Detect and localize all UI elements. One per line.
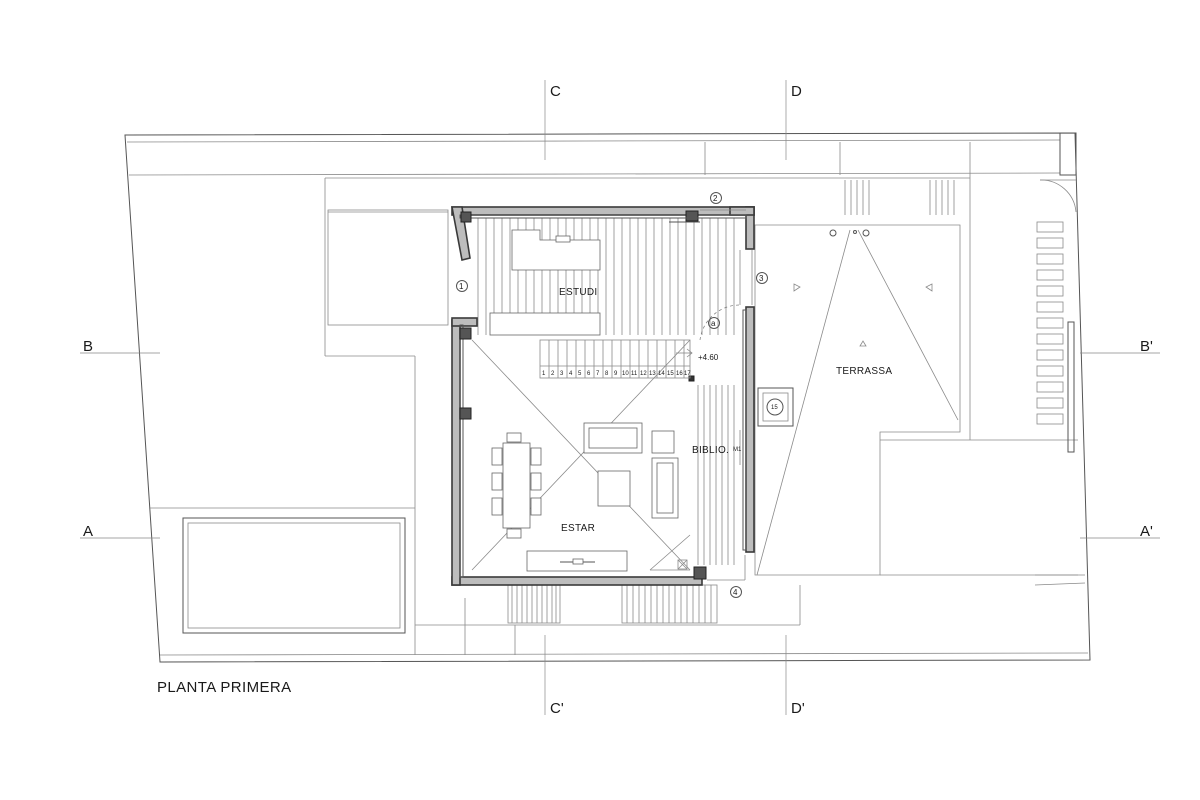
column — [460, 211, 472, 223]
marker-4: 4 — [733, 588, 738, 597]
stair-step-number: 6 — [587, 371, 591, 377]
stair-step-number: 17 — [684, 371, 691, 377]
stair-step-number: 13 — [649, 371, 656, 377]
column — [685, 210, 699, 222]
section-label-a-right: A' — [1140, 523, 1153, 540]
stair-step-number: 14 — [658, 371, 665, 377]
stair-step-number: 8 — [605, 371, 609, 377]
marker-3: 3 — [759, 274, 764, 283]
column — [459, 407, 472, 420]
room-label-terrassa: TERRASSA — [836, 366, 892, 377]
library-floor-hatch — [697, 385, 735, 565]
section-lines — [80, 80, 1160, 715]
stair-step-number: 15 — [667, 371, 674, 377]
study-furniture — [489, 229, 601, 336]
plan-title: PLANTA PRIMERA — [157, 679, 292, 696]
stair-step-number: 4 — [569, 371, 573, 377]
louvers — [1036, 221, 1075, 453]
column — [459, 327, 472, 340]
level-label: +4.60 — [698, 353, 719, 362]
site-boundary — [124, 132, 1091, 663]
stair-step-number: 11 — [631, 371, 638, 377]
left-patio — [327, 209, 449, 326]
section-label-d-bottom: D' — [791, 700, 805, 717]
stair-step-numbers: 1 2 3 4 5 6 7 8 9 10 11 12 13 14 15 16 1… — [542, 371, 691, 377]
section-label-c-top: C — [550, 83, 561, 100]
stair-step-number: 2 — [551, 371, 555, 377]
pool — [182, 517, 406, 634]
marker-1: 1 — [459, 282, 464, 291]
section-label-d-top: D — [791, 83, 802, 100]
stair-step-number: 9 — [614, 371, 618, 377]
marker-a: a — [711, 319, 716, 328]
living-furniture — [491, 422, 679, 572]
stair-step-number: 10 — [622, 371, 629, 377]
stair-step-number: 16 — [676, 371, 683, 377]
section-label-b-left: B — [83, 338, 93, 355]
column — [693, 566, 707, 580]
marker-circles — [456, 192, 768, 598]
section-label-b-right: B' — [1140, 338, 1153, 355]
marker-15: 15 — [771, 405, 778, 411]
terrace — [754, 224, 1078, 576]
stair-step-number: 3 — [560, 371, 564, 377]
column — [688, 375, 695, 382]
room-label-estar: ESTAR — [561, 523, 595, 534]
stair-step-number: 5 — [578, 371, 582, 377]
building-walls — [451, 206, 755, 586]
bottom-stairs — [507, 584, 718, 624]
stair-step-number: 12 — [640, 371, 647, 377]
room-label-estudi: ESTUDI — [559, 287, 597, 298]
stair-step-number: 7 — [596, 371, 600, 377]
room-label-biblio: BIBLIO. — [692, 445, 729, 456]
section-label-c-bottom: C' — [550, 700, 564, 717]
section-label-a-left: A — [83, 523, 93, 540]
internal-stair — [539, 339, 693, 379]
marker-2: 2 — [713, 194, 718, 203]
top-steps — [844, 180, 955, 215]
stair-step-number: 1 — [542, 371, 546, 377]
marker-m1: M1 — [733, 447, 742, 453]
